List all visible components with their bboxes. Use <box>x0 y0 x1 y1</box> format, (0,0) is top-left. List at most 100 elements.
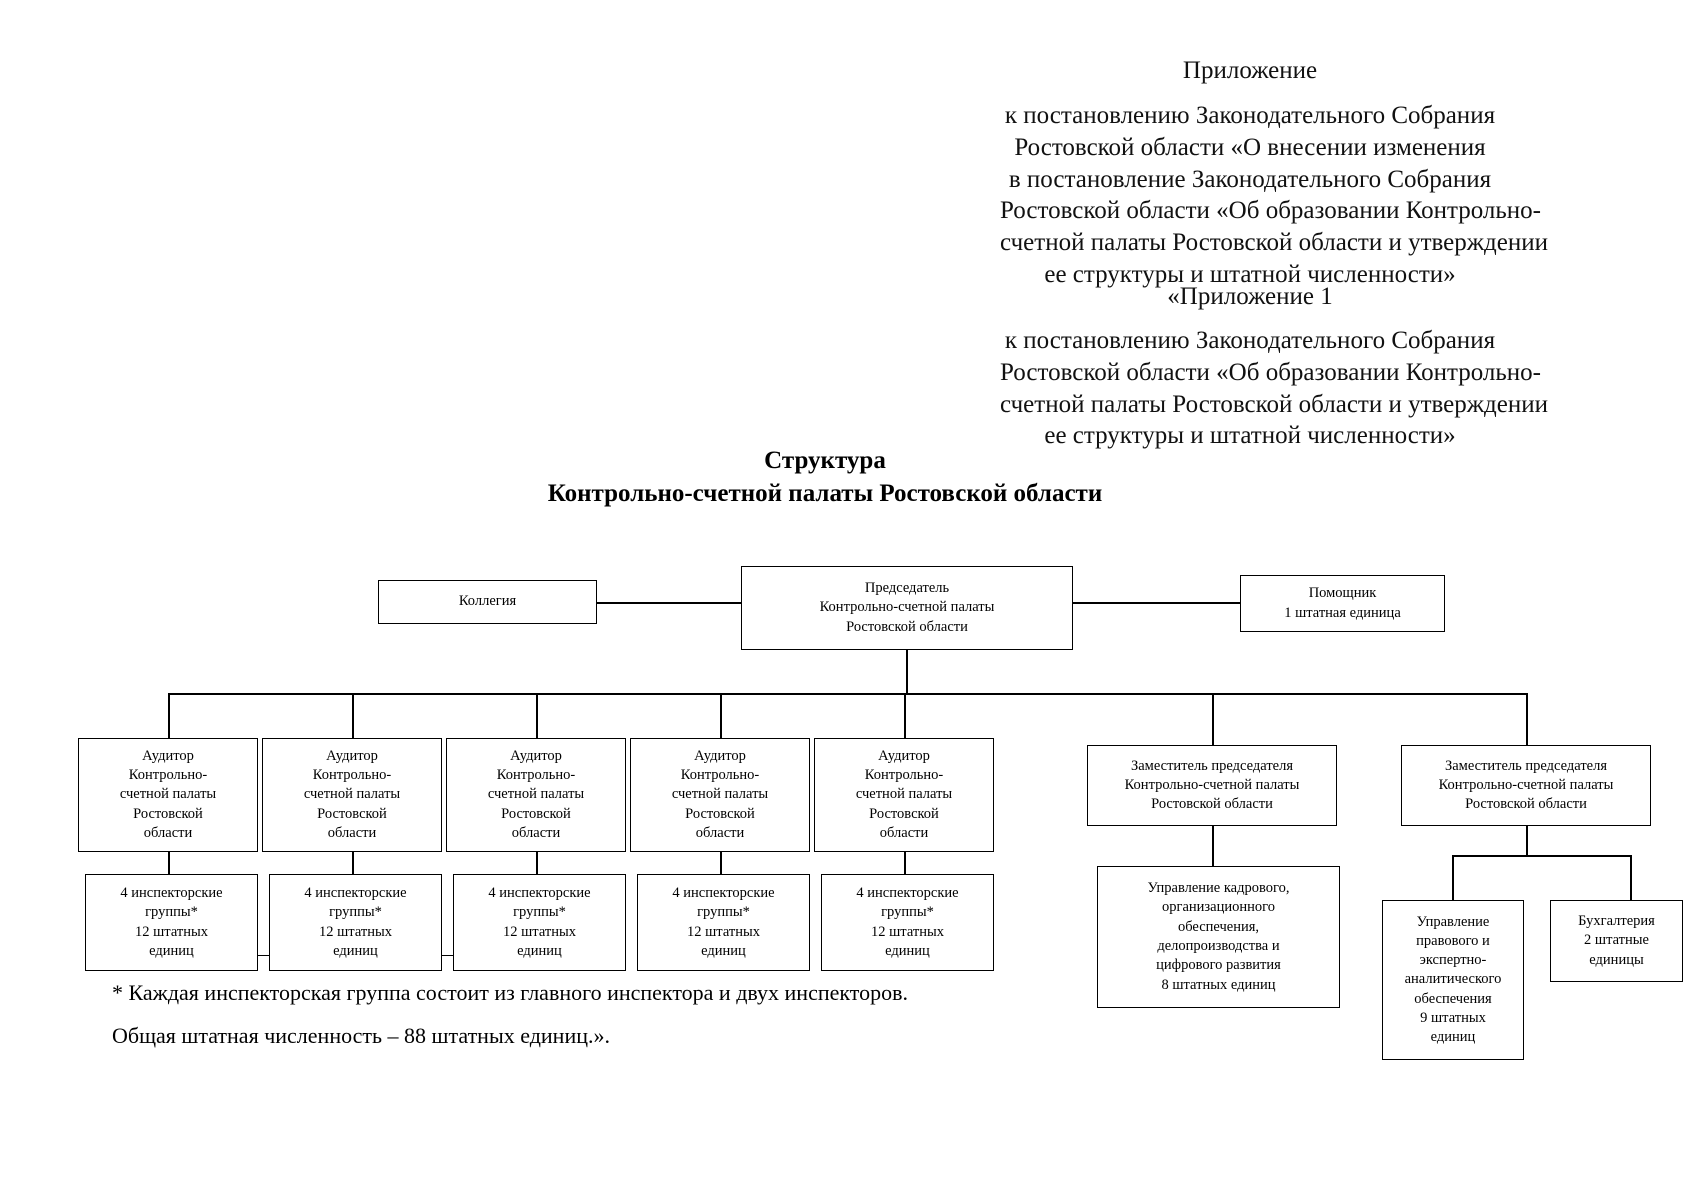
node-chairman[interactable]: Председатель Контрольно-счетной палаты Р… <box>741 566 1073 650</box>
connector-drop-auditor-3 <box>536 693 538 738</box>
insp2-line-1: 4 инспекторские <box>304 884 407 901</box>
auditor4-line-4: Ростовской <box>685 805 755 822</box>
deputy1-line-1: Заместитель председателя <box>1130 757 1294 774</box>
appendix-reference-second: к постановлению Законодательного Собрани… <box>1000 325 1548 452</box>
node-department-legal[interactable]: Управление правового и экспертно- аналит… <box>1382 900 1524 1060</box>
dept-legal-line-4: аналитического <box>1404 971 1502 988</box>
auditor5-line-3: счетной палаты <box>855 786 953 803</box>
connector-drop-deputy-2 <box>1526 693 1528 745</box>
auditor5-line-5: области <box>879 824 929 841</box>
node-deputy-chairman-1[interactable]: Заместитель председателя Контрольно-счет… <box>1087 745 1337 826</box>
chairman-line-2: Контрольно-счетной палаты <box>819 599 995 616</box>
node-auditor-5[interactable]: Аудитор Контрольно- счетной палаты Росто… <box>814 738 994 852</box>
connector-drop-deputy-1 <box>1212 693 1214 745</box>
chairman-line-1: Председатель <box>864 580 950 597</box>
auditor3-line-2: Контрольно- <box>496 767 576 784</box>
auditor4-line-1: Аудитор <box>694 747 746 764</box>
insp3-line-2: группы* <box>513 904 566 921</box>
insp3-line-3: 12 штатных <box>503 923 576 940</box>
connector-deputy2-bus <box>1452 855 1632 857</box>
connector-auditor5-inspector <box>904 852 906 874</box>
auditor1-line-2: Контрольно- <box>128 767 208 784</box>
auditor3-line-3: счетной палаты <box>487 786 585 803</box>
insp3-line-1: 4 инспекторские <box>488 884 591 901</box>
node-department-accounting[interactable]: Бухгалтерия 2 штатные единицы <box>1550 900 1683 982</box>
auditor1-line-5: области <box>143 824 193 841</box>
page-title-line-1: Структура <box>764 447 886 474</box>
dept-hr-line-1: Управление кадрового, <box>1147 880 1290 897</box>
node-auditor-3[interactable]: Аудитор Контрольно- счетной палаты Росто… <box>446 738 626 852</box>
insp5-line-3: 12 штатных <box>871 923 944 940</box>
dept-legal-line-1: Управление <box>1416 913 1490 930</box>
node-inspector-groups-5[interactable]: 4 инспекторские группы* 12 штатных едини… <box>821 874 994 971</box>
connector-drop-auditor-1 <box>168 693 170 738</box>
deputy1-line-2: Контрольно-счетной палаты <box>1124 776 1300 793</box>
node-inspector-groups-2[interactable]: 4 инспекторские группы* 12 штатных едини… <box>269 874 442 971</box>
ref1-line-5: счетной палаты Ростовской области и утве… <box>1000 229 1548 256</box>
auditor1-line-1: Аудитор <box>142 747 194 764</box>
collegium-line-1: Коллегия <box>458 593 517 610</box>
node-inspector-groups-1[interactable]: 4 инспекторские группы* 12 штатных едини… <box>85 874 258 971</box>
ref1-line-3: в постановление Законодательного Собрани… <box>1008 165 1492 193</box>
node-auditor-2[interactable]: Аудитор Контрольно- счетной палаты Росто… <box>262 738 442 852</box>
deputy2-line-3: Ростовской области <box>1465 796 1587 813</box>
insp4-line-3: 12 штатных <box>687 923 760 940</box>
auditor4-line-2: Контрольно- <box>680 767 760 784</box>
insp2-line-3: 12 штатных <box>319 923 392 940</box>
dept-hr-line-5: цифрового развития <box>1156 957 1281 974</box>
auditor2-line-4: Ростовской <box>317 805 387 822</box>
appendix-one-label: «Приложение 1 <box>1010 281 1490 313</box>
node-auditor-1[interactable]: Аудитор Контрольно- счетной палаты Росто… <box>78 738 258 852</box>
node-assistant[interactable]: Помощник 1 штатная единица <box>1240 575 1445 632</box>
node-auditor-4[interactable]: Аудитор Контрольно- счетной палаты Росто… <box>630 738 810 852</box>
connector-drop-auditor-4 <box>720 693 722 738</box>
connector-auditor2-inspector <box>352 852 354 874</box>
page-title: Структура Контрольно-счетной палаты Рост… <box>300 444 1350 511</box>
insp1-line-2: группы* <box>145 904 198 921</box>
appendix-word-line: Приложение <box>1182 57 1318 84</box>
connector-deputy2-legal <box>1452 855 1454 900</box>
node-inspector-groups-4[interactable]: 4 инспекторские группы* 12 штатных едини… <box>637 874 810 971</box>
connector-drop-auditor-5 <box>904 693 906 738</box>
node-inspector-groups-3[interactable]: 4 инспекторские группы* 12 штатных едини… <box>453 874 626 971</box>
dept-acc-line-3: единицы <box>1589 951 1644 968</box>
auditor2-line-3: счетной палаты <box>303 786 401 803</box>
auditor5-line-4: Ростовской <box>869 805 939 822</box>
dept-legal-line-5: обеспечения <box>1414 990 1492 1007</box>
node-deputy-chairman-2[interactable]: Заместитель председателя Контрольно-счет… <box>1401 745 1651 826</box>
insp4-line-1: 4 инспекторские <box>672 884 775 901</box>
insp5-line-1: 4 инспекторские <box>856 884 959 901</box>
assistant-line-1: Помощник <box>1308 585 1377 602</box>
ref1-line-1: к постановлению Законодательного Собрани… <box>1004 102 1496 129</box>
auditor4-line-5: области <box>695 824 745 841</box>
connector-chairman-down <box>906 650 908 694</box>
dept-hr-line-4: делопроизводства и <box>1157 938 1280 954</box>
deputy2-line-1: Заместитель председателя <box>1444 757 1608 774</box>
connector-drop-auditor-2 <box>352 693 354 738</box>
auditor3-line-5: области <box>511 824 561 841</box>
appendix-one-line: «Приложение 1 <box>1167 283 1333 310</box>
connector-auditor4-inspector <box>720 852 722 874</box>
insp2-line-2: группы* <box>329 904 382 921</box>
insp4-line-4: единиц <box>701 942 746 959</box>
connector-deputy1-dept <box>1212 826 1214 866</box>
auditor5-line-2: Контрольно- <box>864 767 944 784</box>
insp5-line-4: единиц <box>885 942 930 959</box>
page-title-line-2: Контрольно-счетной палаты Ростовской обл… <box>547 480 1103 508</box>
insp1-line-3: 12 штатных <box>135 923 208 940</box>
auditor1-line-4: Ростовской <box>133 805 203 822</box>
dept-acc-line-2: 2 штатные <box>1584 932 1649 949</box>
dept-acc-line-1: Бухгалтерия <box>1578 913 1655 930</box>
dept-hr-line-6: 8 штатных единиц <box>1161 976 1276 993</box>
auditor2-line-5: области <box>327 824 377 841</box>
connector-deputy2-down <box>1526 826 1528 856</box>
connector-deputy2-accounting <box>1630 855 1632 900</box>
dept-legal-line-3: экспертно- <box>1419 952 1487 969</box>
node-department-hr[interactable]: Управление кадрового, организационного о… <box>1097 866 1340 1008</box>
auditor3-line-4: Ростовской <box>501 805 571 822</box>
auditor2-line-2: Контрольно- <box>312 767 392 784</box>
node-collegium[interactable]: Коллегия <box>378 580 597 624</box>
insp5-line-2: группы* <box>881 904 934 921</box>
ref1-line-6: ее структуры и штатной численности» <box>1044 260 1456 288</box>
insp1-line-1: 4 инспекторские <box>120 884 223 901</box>
